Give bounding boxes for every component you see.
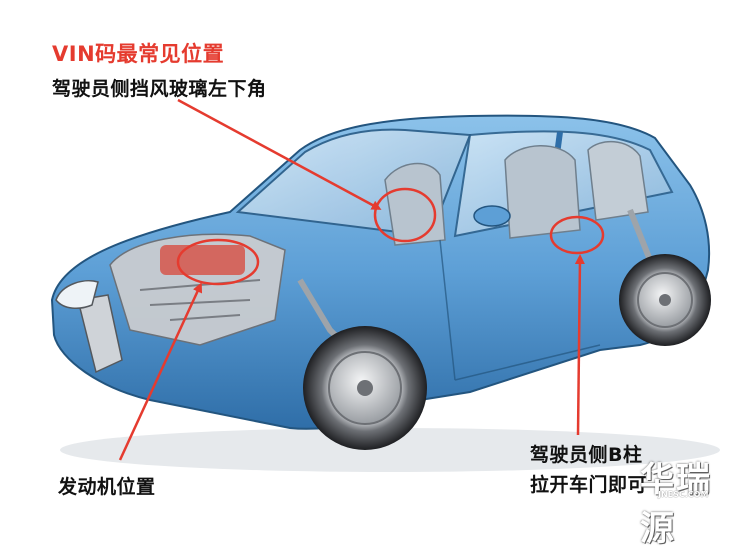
car-illustration: [50, 98, 720, 472]
vin-windshield-marker: [373, 187, 437, 243]
rear-wheel: [619, 254, 711, 346]
front-seat: [384, 162, 446, 246]
front-grille: [77, 294, 123, 374]
engine-arrow: [118, 282, 203, 461]
side-mirror: [473, 205, 511, 227]
b-pillar-marker: [549, 215, 605, 255]
b-pillar-arrow: [574, 254, 585, 436]
watermark-subtext: JNESC.COM: [658, 490, 709, 499]
front-wheel: [303, 326, 427, 450]
engine-location-label: 发动机位置: [58, 476, 156, 498]
headlight: [55, 280, 99, 310]
b-pillar-label-line1: 驾驶员侧B柱: [530, 444, 643, 466]
vin-arrow: [177, 98, 382, 210]
watermark-text: 华瑞源: [640, 460, 712, 549]
ground-shadow: [60, 428, 720, 472]
vin-location-subtitle: 驾驶员侧挡风玻璃左下角: [52, 78, 267, 100]
b-pillar-label-line2: 拉开车门即可: [530, 474, 648, 496]
vin-location-title: VIN码最常见位置: [52, 42, 225, 66]
engine-marker: [176, 238, 260, 286]
rear-seat-2: [587, 140, 649, 221]
engine-cover: [160, 245, 245, 275]
door-line: [439, 239, 601, 381]
rear-seat: [504, 145, 581, 239]
watermark-logo: 华瑞源 JNESC.COM: [640, 452, 745, 549]
